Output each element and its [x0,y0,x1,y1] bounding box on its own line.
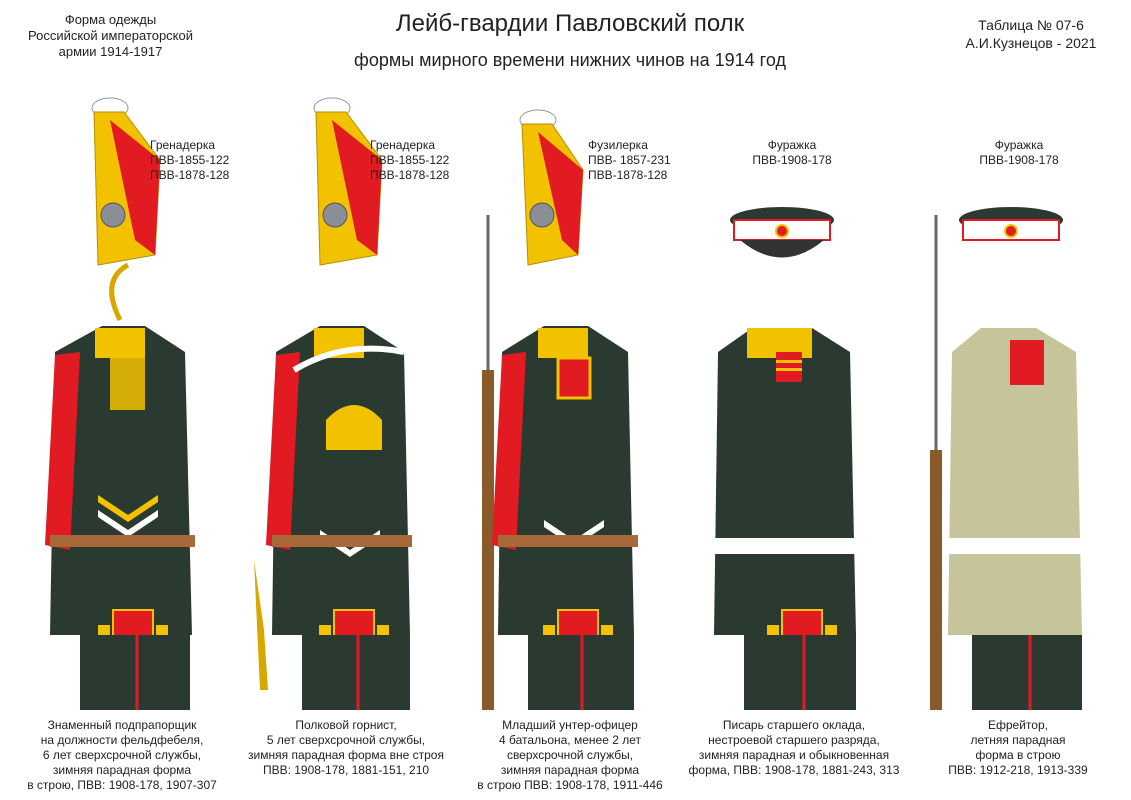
headwear-label: Фузилерка ПВВ- 1857-231 ПВВ-1878-128 [588,138,671,182]
figure-junior-nco: Фузилерка ПВВ- 1857-231 ПВВ-1878-128 Мла… [458,90,682,792]
series-label: Форма одежды Российской императорской ар… [18,12,203,60]
fusilier-cap-icon [519,109,584,266]
figure-caption: Знаменный подпрапорщик на должности фель… [27,718,217,792]
figure-bugler: Гренадерка ПВВ-1855-122 ПВВ-1878-128 Пол… [234,90,458,790]
figure-caption: Писарь старшего оклада, нестроевой старш… [688,718,900,777]
peaked-cap-icon [730,207,834,258]
figure-clerk: Фуражка ПВВ-1908-178 Писарь старшего окл… [682,90,906,790]
grenadier-cap-icon [313,97,383,266]
rifle-icon [930,215,942,710]
uniform-illustration [714,207,856,710]
uniform-illustration [482,109,638,710]
tunic-shape [45,326,195,710]
figure-lance-corporal: Фуражка ПВВ-1908-178 Ефрейтор, летняя па… [906,90,1130,790]
table-number: Таблица № 07-6 [978,17,1084,33]
series-line: Российской императорской [27,28,194,43]
uniform-illustration [930,207,1082,710]
figure-caption: Полковой горнист, 5 лет сверхсрочной слу… [248,718,444,777]
series-line: армии 1914-1917 [58,44,163,59]
tunic-shape [714,328,856,710]
headwear-label: Фуражка ПВВ-1908-178 [979,138,1059,167]
tunic-shape [254,326,412,710]
tunic-shape [492,326,638,710]
page-title: Лейб-гвардии Павловский полк [395,10,745,37]
uniform-illustration [45,97,195,710]
peaked-cap-icon [959,207,1063,241]
tunic-shape [948,328,1082,710]
grenadier-cap-icon [91,97,161,322]
page-subtitle: формы мирного времени нижних чинов на 19… [354,50,786,70]
uniform-illustration [254,97,412,710]
figure-caption: Ефрейтор, летняя парадная форма в строю … [948,718,1088,777]
headwear-label: Гренадерка ПВВ-1855-122 ПВВ-1878-128 [150,138,230,182]
headwear-label: Гренадерка ПВВ-1855-122 ПВВ-1878-128 [370,138,450,182]
table-number-label: Таблица № 07-6 А.И.Кузнецов - 2021 [961,16,1101,52]
figure-standard-bearer: Гренадерка ПВВ-1855-122 ПВВ-1878-128 Зна… [10,90,234,792]
rifle-icon [482,215,494,710]
figure-caption: Младший унтер-офицер 4 батальона, менее … [477,718,663,792]
headwear-label: Фуражка ПВВ-1908-178 [752,138,832,167]
author-year: А.И.Кузнецов - 2021 [965,35,1097,51]
series-line: Форма одежды [64,12,157,27]
